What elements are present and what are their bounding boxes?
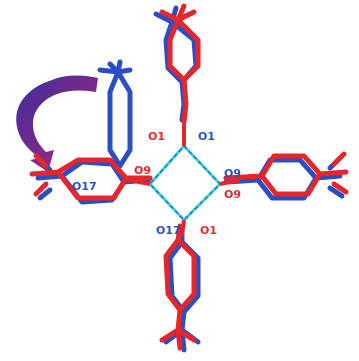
label-o17-left: O17 (72, 180, 97, 193)
label-o9-left: O9 (134, 164, 151, 177)
atom-labels: O1 O1 O9 O9 O9 O17 O17 O1 (72, 130, 241, 237)
label-o17-bottom: O17 (156, 224, 181, 237)
label-o1-top-right: O1 (198, 130, 215, 143)
central-core (127, 124, 241, 237)
rotation-arrow (16, 75, 99, 172)
label-o9-right-bottom: O9 (224, 188, 241, 201)
label-o1-top-left: O1 (148, 130, 165, 143)
label-o1-bottom: O1 (200, 224, 217, 237)
red-structure (29, 3, 349, 351)
label-o9-right-top: O9 (224, 167, 241, 180)
